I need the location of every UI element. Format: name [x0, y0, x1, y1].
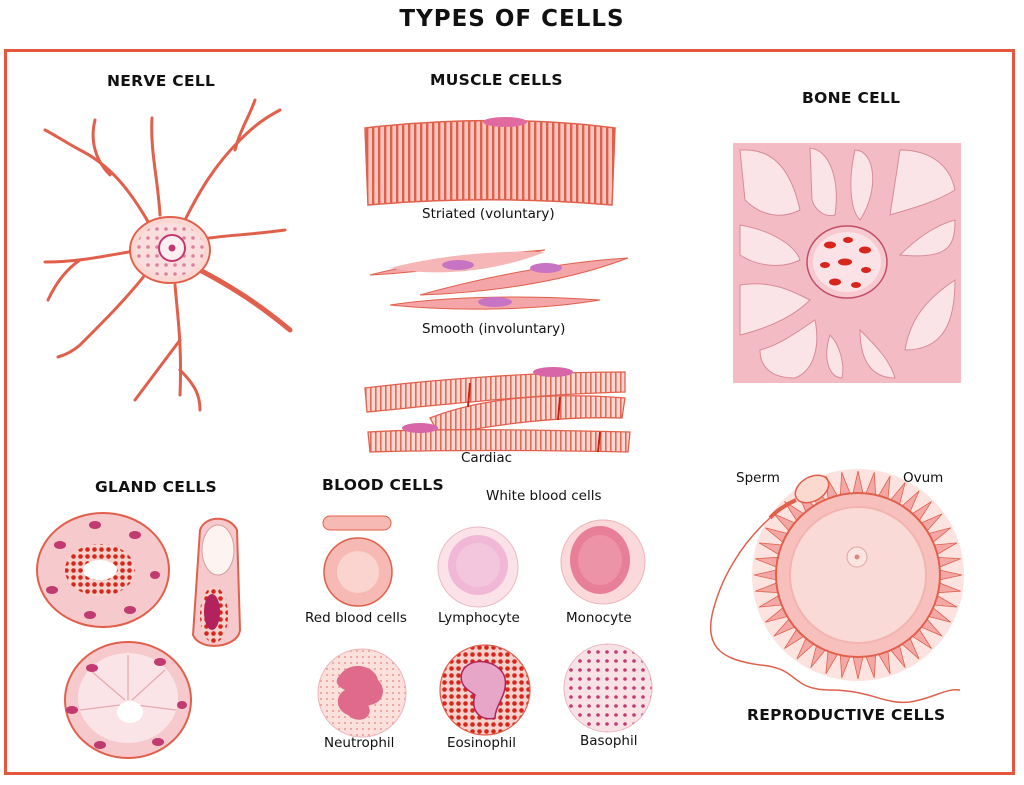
- cardiac-muscle-illustration: [364, 367, 631, 453]
- lymphocyte-illustration: [437, 526, 519, 608]
- gland-cells-illustration: [36, 512, 242, 759]
- neutrophil-illustration: [317, 648, 407, 738]
- basophil-label: Basophil: [580, 733, 638, 749]
- chart-frame: [4, 49, 1015, 775]
- striated-muscle-illustration: [364, 117, 616, 206]
- gland-cells-heading: GLAND CELLS: [95, 478, 218, 496]
- neutrophil-label: Neutrophil: [324, 735, 395, 751]
- monocyte-label: Monocyte: [566, 610, 632, 626]
- bone-cell-heading: BONE CELL: [802, 89, 901, 107]
- sperm-illustration: [709, 474, 961, 704]
- nerve-cell-heading: NERVE CELL: [107, 72, 216, 90]
- ovum-label: Ovum: [903, 470, 944, 486]
- cardiac-label: Cardiac: [461, 450, 513, 466]
- monocyte-illustration: [560, 519, 646, 605]
- striated-label: Striated (voluntary): [422, 206, 555, 222]
- ovum-illustration: [752, 469, 964, 681]
- muscle-cells-heading: MUSCLE CELLS: [430, 71, 563, 89]
- eosinophil-label: Eosinophil: [447, 735, 517, 751]
- smooth-muscle-illustration: [369, 249, 629, 310]
- lymphocyte-label: Lymphocyte: [438, 610, 520, 626]
- bone-cell-illustration: [733, 143, 961, 383]
- reproductive-cells-heading: REPRODUCTIVE CELLS: [747, 706, 946, 724]
- red-blood-cells-label: Red blood cells: [305, 610, 407, 626]
- blood-cells-heading: BLOOD CELLS: [322, 476, 444, 494]
- page-title: TYPES OF CELLS: [399, 6, 625, 32]
- sperm-label: Sperm: [736, 470, 780, 486]
- red-blood-cells-illustration: [322, 515, 393, 607]
- smooth-label: Smooth (involuntary): [422, 321, 566, 337]
- nerve-cell-illustration: [43, 98, 293, 412]
- white-blood-cells-label: White blood cells: [486, 488, 602, 504]
- eosinophil-illustration: [439, 644, 531, 736]
- basophil-illustration: [563, 643, 653, 733]
